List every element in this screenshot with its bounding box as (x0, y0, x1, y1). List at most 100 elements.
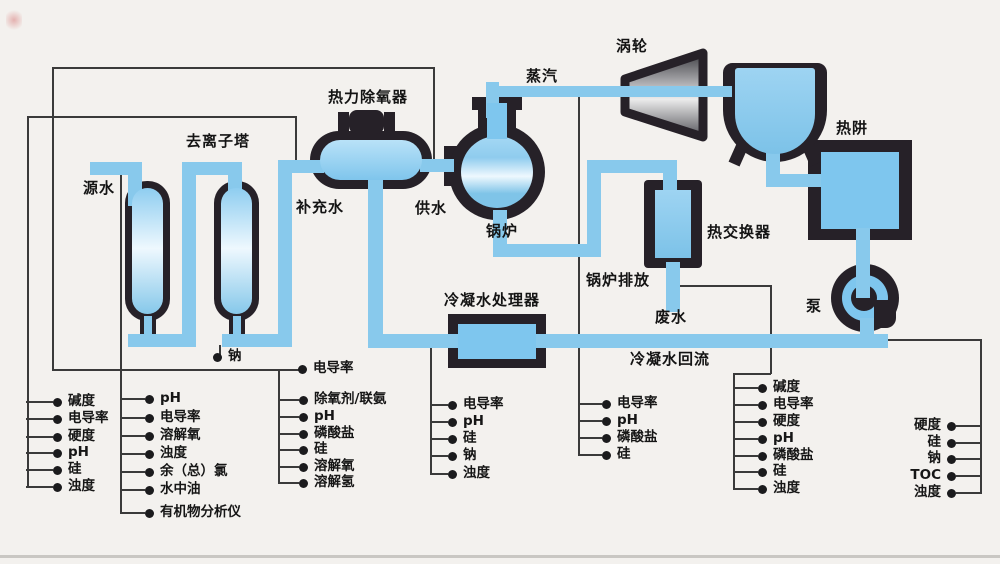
label-condensate-polisher: 冷凝水处理器 (444, 291, 541, 309)
sample-line-waste-v (770, 285, 772, 374)
pump-outlet-lip (874, 300, 896, 328)
scan-edge-line (0, 555, 1000, 558)
analyzer-item: 电导率 (430, 398, 504, 412)
label-deaerator: 热力除氧器 (328, 88, 409, 106)
analyzer-item: 除氧剂/联氨 (278, 393, 386, 407)
pipe-feed-water (420, 159, 454, 172)
analyzer-item: pH (120, 392, 181, 406)
deaerator-vent-valve (349, 110, 384, 134)
label-makeup-water: 补充水 (296, 198, 345, 216)
analyzer-item: 浊度 (733, 482, 800, 496)
analyzer-item: 硅 (26, 463, 82, 477)
analyzer-item: 电导率 (733, 398, 814, 412)
di-tower-2-water (221, 188, 252, 314)
analyzer-item: 碱度 (26, 395, 95, 409)
analyzer-item: 电导率 (26, 412, 109, 426)
analyzer-item: 磷酸盐 (278, 427, 355, 441)
label-boiler: 锅炉 (486, 222, 519, 240)
analyzer-item: pH (578, 414, 638, 428)
deaerator-vent-post-left (338, 112, 349, 134)
pipe-blowdown-h2 (587, 160, 677, 173)
analyzer-item: 电导率 (298, 362, 354, 376)
analyzer-item: 硬度 (914, 419, 980, 433)
pipe-blowdown-h1 (493, 244, 601, 257)
analyzer-item: 浊度 (430, 467, 490, 481)
sample-dot (213, 352, 222, 362)
analyzer-item: 浊度 (120, 447, 187, 461)
label-source-water: 源水 (83, 179, 116, 197)
sample-line-feedwater-tap (433, 67, 435, 160)
pipe-steam (492, 86, 732, 97)
deaerator-vent-post-right (384, 112, 395, 134)
boiler-water (461, 136, 533, 208)
pipe-tower1-foot-core (144, 316, 152, 336)
analyzer-item: pH (278, 410, 335, 424)
heat-exchanger-water (655, 190, 691, 258)
pipe-pump-outlet (860, 318, 874, 346)
pipe-hotwell-to-pump (856, 228, 870, 298)
analyzer-item: TOC (910, 469, 980, 483)
analyzer-item-label: 钠 (228, 348, 242, 365)
analyzer-item: 电导率 (578, 397, 658, 411)
sample-line-feedwater-left (52, 67, 54, 370)
pipe-blowdown-riser (587, 160, 601, 257)
analyzer-item: 碱度 (733, 381, 800, 395)
bracket-group2 (120, 174, 122, 514)
condenser-water (735, 68, 815, 154)
analyzer-item: 余（总）氯 (120, 465, 228, 479)
analyzer-item: 溶解氧 (278, 460, 355, 474)
sample-point-sodium: 钠 (213, 350, 242, 364)
analyzer-item: 硅 (278, 443, 328, 457)
scan-smudge (6, 8, 22, 32)
label-steam: 蒸汽 (526, 67, 559, 85)
analyzer-item: 硅 (578, 448, 631, 462)
sample-line-feedwater-top (52, 67, 433, 69)
analyzer-item: 溶解氧 (120, 429, 201, 443)
label-turbine: 涡轮 (616, 37, 649, 55)
sample-line-sodium (219, 345, 221, 355)
pipe-tower1-ubend (128, 334, 196, 347)
sample-line-makeup-tap (295, 116, 297, 161)
pipe-tower2-riser (278, 172, 292, 347)
bracket-group1 (27, 116, 29, 488)
analyzer-item: 浊度 (26, 480, 95, 494)
analyzer-item: pH (430, 415, 484, 429)
label-waste-water: 废水 (655, 308, 688, 326)
pipe-tower1-riser (182, 172, 196, 347)
label-deionizer-towers: 去离子塔 (186, 132, 251, 150)
pipe-makeup-water (278, 160, 324, 173)
deaerator-water (320, 140, 422, 180)
analyzer-item: 电导率 (120, 411, 201, 425)
polisher-water (458, 324, 536, 359)
analyzer-item: 浊度 (914, 486, 980, 500)
analyzer-item: pH (733, 432, 794, 446)
label-heat-exchanger: 热交换器 (707, 223, 772, 241)
analyzer-item: pH (26, 446, 89, 460)
sample-line-waste-h2 (733, 373, 771, 375)
pipe-condensate-main (368, 334, 888, 348)
analyzer-item: 硅 (430, 432, 477, 446)
analyzer-item: 磷酸盐 (733, 449, 814, 463)
analyzer-item: 钠 (430, 449, 477, 463)
bracket-group7 (980, 339, 982, 494)
hotwell-water (821, 152, 899, 229)
analyzer-item: 磷酸盐 (578, 431, 658, 445)
sample-line-return-h (888, 339, 981, 341)
bracket-group3 (278, 369, 280, 483)
bracket-group4 (430, 348, 432, 475)
boiler-neck-water (487, 103, 507, 139)
sample-line-waste-h (680, 285, 771, 287)
label-feed-water: 供水 (415, 199, 448, 217)
sample-line-feedwater-bottom (52, 369, 304, 371)
bracket-group6 (733, 373, 735, 490)
pipe-deaerator-riser (368, 180, 383, 336)
analyzer-item: 硬度 (26, 430, 95, 444)
analyzer-item: 硬度 (733, 415, 800, 429)
pipe-tower2-ubend (222, 334, 292, 347)
analyzer-item: 硅 (928, 436, 980, 450)
sample-line-makeup-h (27, 116, 296, 118)
label-condensate-return: 冷凝水回流 (630, 350, 711, 368)
pipe-hx-drain (666, 262, 680, 312)
pipe-blowdown-drop (493, 210, 507, 250)
